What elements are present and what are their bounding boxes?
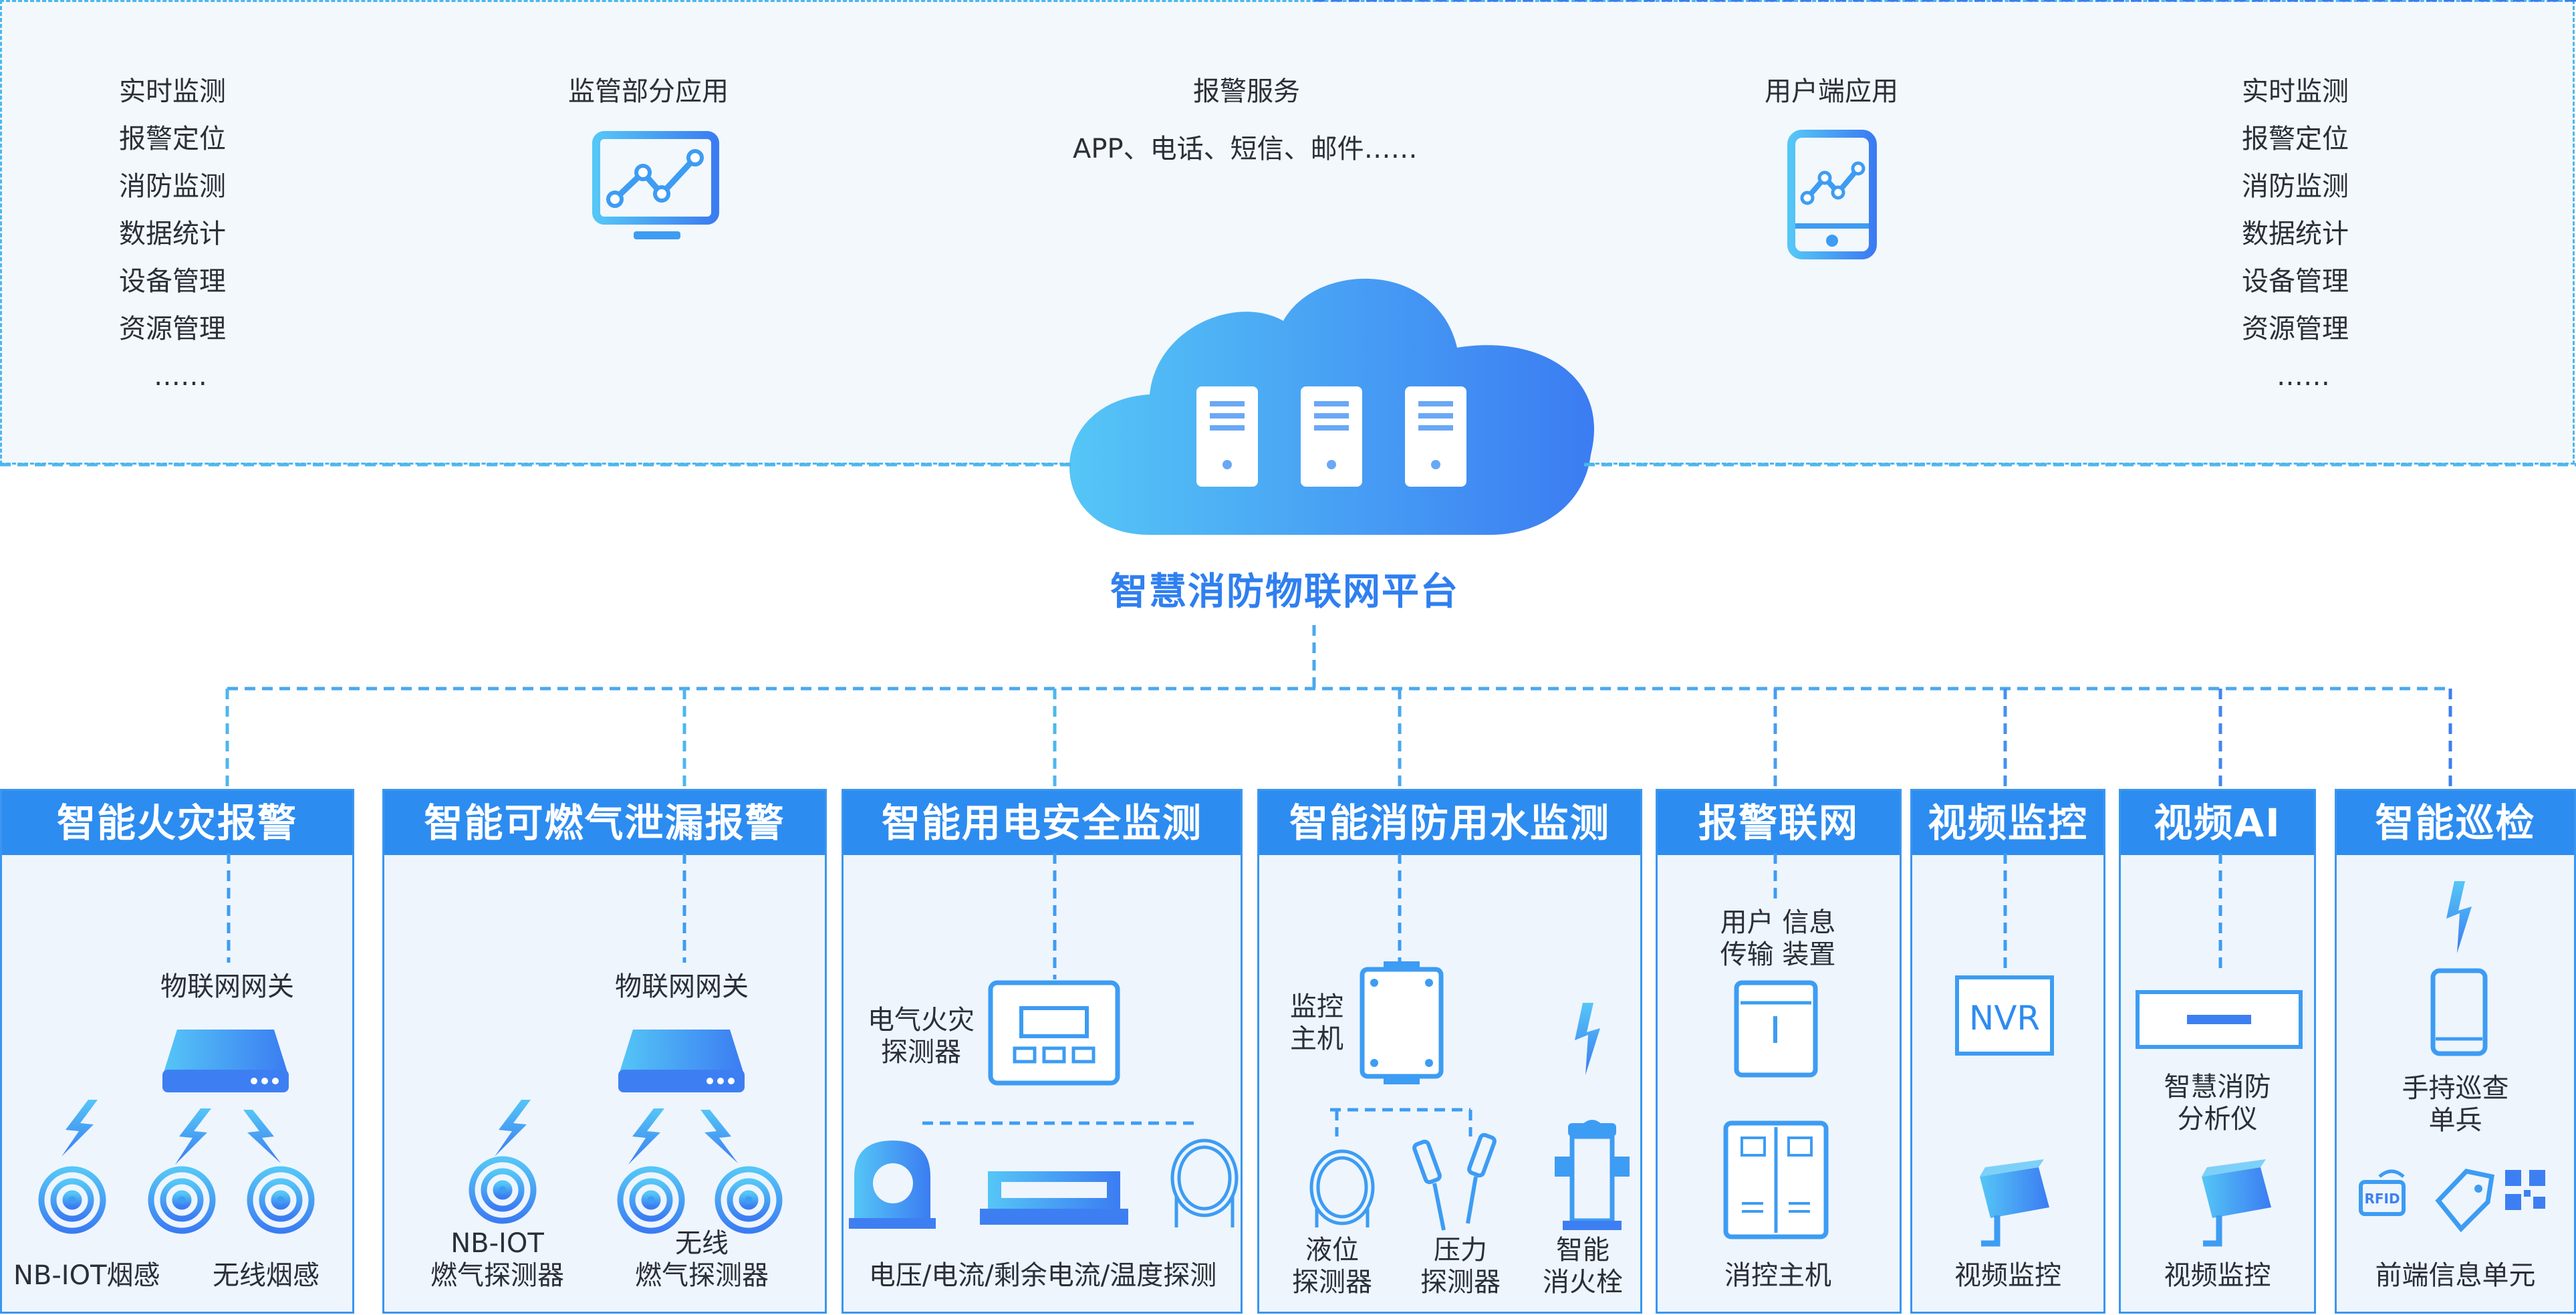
transmission-device-icon <box>1734 980 1818 1078</box>
camera-icon <box>1980 1159 2049 1247</box>
gateway-label: 物联网网关 <box>615 971 749 1002</box>
list-item: 设备管理 <box>119 266 226 297</box>
level-detector-label: 液位 探测器 <box>1292 1235 1372 1298</box>
panel-title: 智能巡检 <box>2337 791 2574 855</box>
signal-lightning-icon <box>61 881 2472 1165</box>
list-item: 资源管理 <box>2242 314 2349 344</box>
panel-patrol: 智能巡检 <box>2335 789 2576 1314</box>
gas-detector-icon <box>469 1156 783 1234</box>
current-transformer-icon <box>849 1141 936 1229</box>
nb-smoke-label: NB-IOT烟感 <box>13 1260 160 1291</box>
monitor-chart-icon <box>592 131 719 239</box>
control-host-icon <box>1723 1120 1829 1239</box>
alarm-service-channels: APP、电话、短信、邮件…… <box>1073 134 1418 164</box>
electric-fire-detector-icon <box>988 980 1120 1086</box>
handheld-label: 手持巡查 单兵 <box>2402 1073 2509 1136</box>
hydrant-label: 智能 消火栓 <box>1543 1235 1623 1298</box>
fire-hydrant-icon <box>1555 1120 1630 1230</box>
panel-video-ai: 视频AI <box>2119 789 2316 1314</box>
list-item: 实时监测 <box>2242 76 2349 107</box>
list-item: 报警定位 <box>2242 124 2349 154</box>
panel-title: 视频监控 <box>1912 791 2103 855</box>
ai-analyzer-label: 智慧消防 分析仪 <box>2164 1072 2271 1134</box>
list-item: 消防监测 <box>2242 171 2349 202</box>
pressure-detector-label: 压力 探测器 <box>1420 1235 1501 1298</box>
connection-lines <box>225 625 2452 1137</box>
panel-title: 报警联网 <box>1658 791 1900 855</box>
smoke-detector-icon <box>38 1166 315 1234</box>
gateway-icon <box>162 1030 289 1092</box>
list-item: 资源管理 <box>119 314 226 344</box>
monitor-host-icon <box>1360 961 1444 1084</box>
list-item: 数据统计 <box>119 219 226 249</box>
list-item: 实时监测 <box>119 76 226 107</box>
list-item: 设备管理 <box>2242 266 2349 297</box>
list-item: …… <box>154 361 207 392</box>
camera-icon <box>2202 1159 2271 1247</box>
panel-title: 智能用电安全监测 <box>844 791 1241 855</box>
frontend-unit-label: 前端信息单元 <box>2375 1260 2536 1291</box>
wireless-gas-label: 无线 燃气探测器 <box>635 1228 769 1291</box>
gateway-label: 物联网网关 <box>160 971 294 1002</box>
list-item: 报警定位 <box>119 124 226 154</box>
label-tag-icon <box>2435 1169 2494 1233</box>
handheld-device-icon <box>2430 968 2488 1056</box>
list-item: …… <box>2277 361 2330 392</box>
electric-detector-label: 电气火灾 探测器 <box>868 1005 975 1068</box>
rfid-tag-icon: RFID <box>2359 1169 2406 1216</box>
panel-title: 智能消防用水监测 <box>1259 791 1640 855</box>
ai-analyzer-icon <box>2136 990 2303 1049</box>
video-camera-label: 视频监控 <box>1954 1260 2061 1291</box>
wireless-smoke-label: 无线烟感 <box>213 1260 319 1291</box>
panel-title: 视频AI <box>2121 791 2314 855</box>
qr-code-icon <box>2505 1170 2545 1210</box>
nb-gas-label: NB-IOT 燃气探测器 <box>430 1228 564 1291</box>
user-app-label: 用户端应用 <box>1765 76 1898 107</box>
nvr-text: NVR <box>1969 999 2040 1038</box>
right-function-list: 实时监测 报警定位 消防监测 数据统计 设备管理 资源管理 …… <box>2242 68 2349 400</box>
left-function-list: 实时监测 报警定位 消防监测 数据统计 设备管理 资源管理 …… <box>119 68 226 400</box>
video-camera-label: 视频监控 <box>2164 1260 2271 1291</box>
gateway-icon <box>618 1030 745 1092</box>
phone-chart-icon <box>1787 130 1877 259</box>
level-detector-icon <box>1309 1149 1375 1227</box>
nvr-icon <box>1955 975 2054 1056</box>
panel-title: 智能可燃气泄漏报警 <box>384 791 825 855</box>
control-host-label: 消控主机 <box>1724 1260 1831 1291</box>
monitor-host-label: 监控 主机 <box>1290 991 1343 1054</box>
temperature-probe-icon <box>1170 1139 1239 1227</box>
transmission-device-label: 用户 信息 传输 装置 <box>1720 907 1836 970</box>
alarm-service-title: 报警服务 <box>1193 76 1300 107</box>
platform-title: 智慧消防物联网平台 <box>1110 570 1459 614</box>
supervision-app-label: 监管部分应用 <box>568 76 729 107</box>
cloud-server-icon <box>1069 278 1594 535</box>
list-item: 数据统计 <box>2242 219 2349 249</box>
list-item: 消防监测 <box>119 171 226 202</box>
pressure-detector-icon <box>1412 1132 1497 1231</box>
electric-sensors-label: 电压/电流/剩余电流/温度探测 <box>868 1260 1217 1291</box>
sensor-bar-icon <box>980 1171 1128 1225</box>
panel-title: 智能火灾报警 <box>2 791 352 855</box>
panel-gas-leak: 智能可燃气泄漏报警 <box>382 789 827 1314</box>
rfid-text: RFID <box>2364 1191 2400 1207</box>
